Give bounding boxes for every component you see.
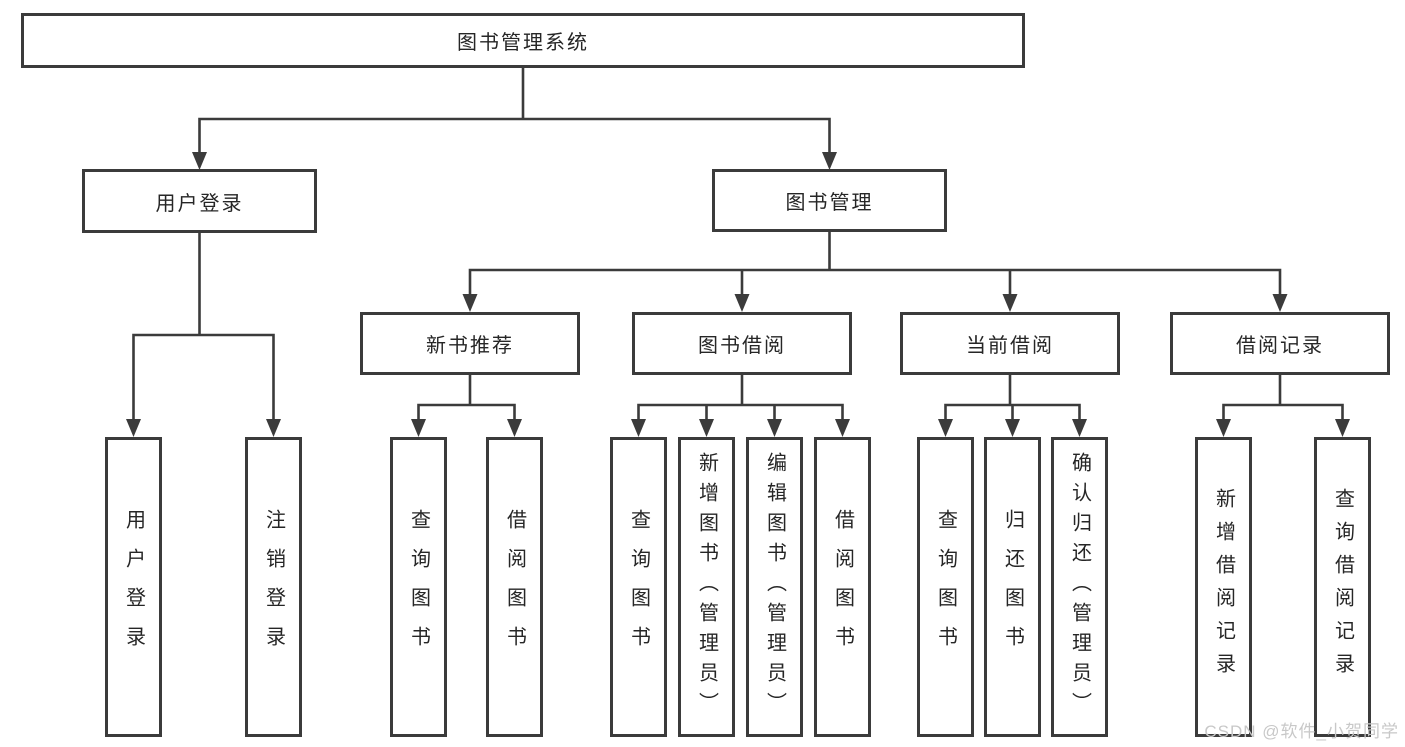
leaf-query-borrow-record: 查询借阅记录 [1314,437,1371,737]
leaf-logout-login: 注销登录 [245,437,302,737]
leaf-borrow-books-2: 借阅图书 [814,437,871,737]
node-current-borrowing: 当前借阅 [900,312,1120,375]
leaf-label: 确认归还（管理员） [1068,452,1091,722]
leaf-label: 用户登录 [122,509,145,665]
leaf-query-books-1: 查询图书 [390,437,447,737]
leaf-label: 借阅图书 [503,509,526,665]
leaf-query-books-3: 查询图书 [917,437,974,737]
leaf-return-book: 归还图书 [984,437,1041,737]
leaf-label: 查询图书 [407,509,430,665]
leaf-borrow-books-1: 借阅图书 [486,437,543,737]
csdn-watermark: CSDN @软件_小贺同学 [1204,722,1399,741]
leaf-query-books-2: 查询图书 [610,437,667,737]
leaf-label: 查询图书 [934,509,957,665]
node-book-borrowing: 图书借阅 [632,312,852,375]
leaf-label: 注销登录 [262,509,285,665]
leaf-edit-book-admin: 编辑图书（管理员） [746,437,803,737]
leaf-label: 查询借阅记录 [1331,488,1354,686]
leaf-label: 新增借阅记录 [1212,488,1235,686]
leaf-label: 借阅图书 [831,509,854,665]
leaf-add-borrow-record: 新增借阅记录 [1195,437,1252,737]
leaf-label: 编辑图书（管理员） [763,452,786,722]
node-borrow-records: 借阅记录 [1170,312,1390,375]
leaf-add-book-admin: 新增图书（管理员） [678,437,735,737]
node-new-book-recommend: 新书推荐 [360,312,580,375]
node-user-login: 用户登录 [82,169,317,233]
node-root: 图书管理系统 [21,13,1025,68]
leaf-user-login: 用户登录 [105,437,162,737]
leaf-label: 归还图书 [1001,509,1024,665]
node-book-management: 图书管理 [712,169,947,232]
leaf-label: 新增图书（管理员） [695,452,718,722]
leaf-label: 查询图书 [627,509,650,665]
leaf-confirm-return-admin: 确认归还（管理员） [1051,437,1108,737]
